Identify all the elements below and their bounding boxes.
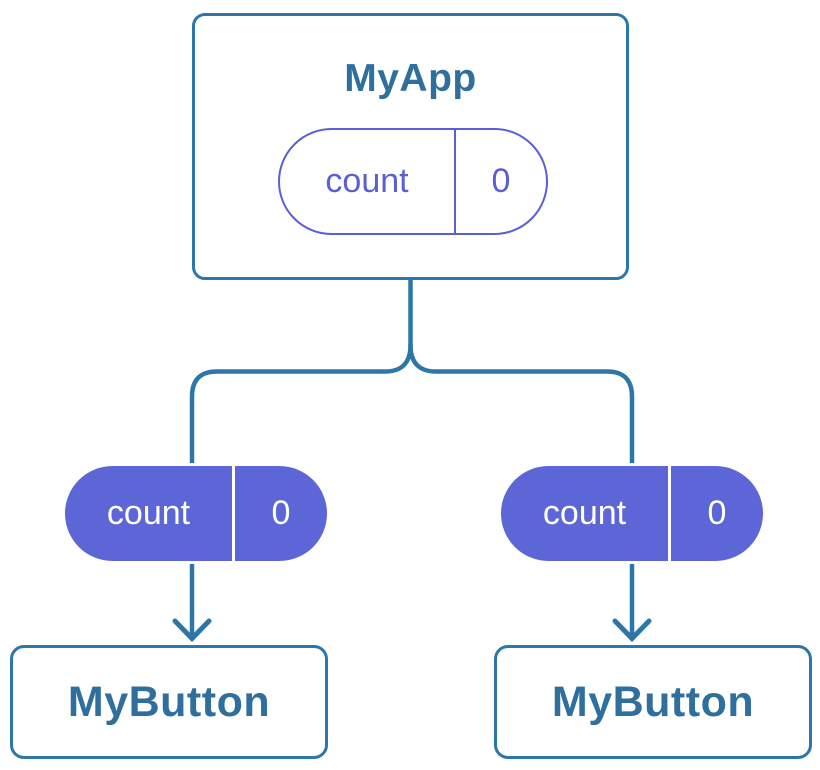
state-pill-right: count 0 <box>498 463 766 564</box>
node-mybutton-label: MyButton <box>67 677 271 726</box>
state-name-label: count <box>325 162 409 200</box>
state-pill-left: count 0 <box>62 463 330 564</box>
node-mybutton-right: MyButton <box>494 645 812 759</box>
left-branch-connector-line <box>189 342 413 466</box>
node-mybutton-left: MyButton <box>10 645 328 759</box>
state-value-label: 0 <box>668 466 763 561</box>
state-value-label: 0 <box>454 130 546 233</box>
left-arrowhead-down-icon <box>172 618 212 643</box>
node-myapp-label: MyApp <box>344 57 477 100</box>
right-branch-connector-line <box>408 342 635 466</box>
right-arrowhead-down-icon <box>612 618 652 643</box>
node-myapp: MyApp count 0 <box>192 13 629 280</box>
state-value-label: 0 <box>232 466 327 561</box>
state-name-label: count <box>106 494 191 532</box>
state-name-label: count <box>542 494 627 532</box>
node-mybutton-label: MyButton <box>551 677 755 726</box>
state-pill-myapp: count 0 <box>278 128 548 235</box>
